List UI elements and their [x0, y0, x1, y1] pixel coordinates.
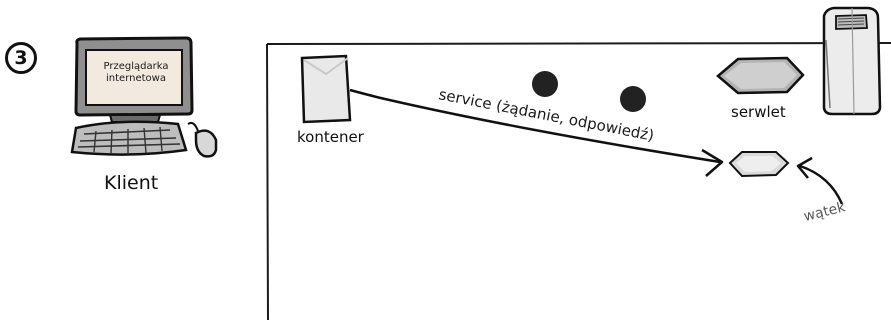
client-computer-icon	[70, 36, 218, 158]
container-icon	[300, 54, 352, 124]
response-object-dot	[620, 86, 646, 112]
request-object-dot	[532, 71, 558, 97]
service-call-arrowhead	[701, 148, 724, 177]
server-tower-icon	[822, 6, 882, 116]
client-label: Klient	[104, 172, 159, 194]
container-label: kontener	[297, 128, 364, 146]
thread-icon	[728, 151, 790, 178]
browser-screen-label: Przeglądarka internetowa	[103, 61, 169, 84]
thread-pointer-arrowhead	[796, 156, 813, 179]
container-boundary	[266, 42, 891, 321]
servlet-label: serwlet	[731, 103, 786, 121]
service-call-arrow	[349, 88, 721, 164]
servlet-icon	[716, 56, 805, 95]
thread-pointer-arrow	[799, 164, 844, 205]
step-number-badge: 3	[5, 42, 37, 74]
